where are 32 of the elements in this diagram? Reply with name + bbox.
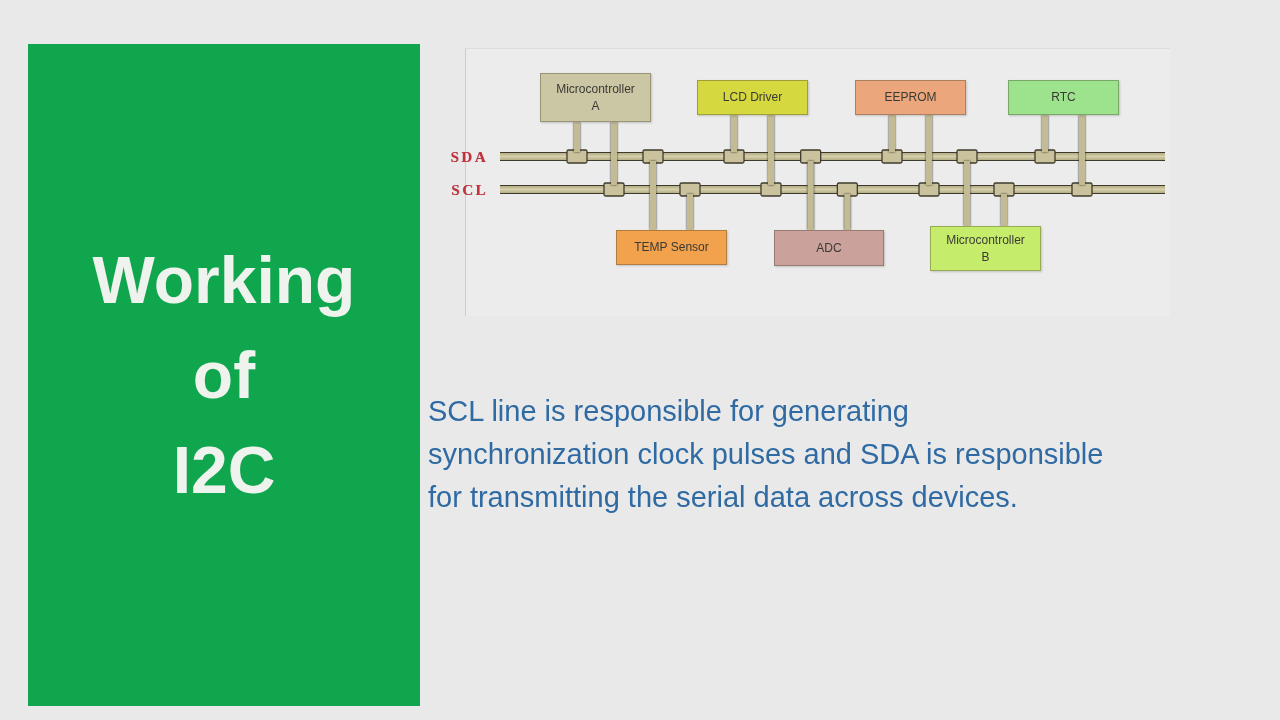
device-name: TEMP Sensor — [634, 239, 709, 256]
device-box — [540, 73, 651, 122]
device-name: LCD Driver — [722, 89, 783, 106]
bus-connector — [1001, 194, 1007, 226]
title: Working of I2C — [91, 241, 357, 509]
bus-connector — [964, 161, 970, 226]
device-name: ADC — [816, 239, 842, 257]
description-text: SCL line is responsible for generating synchronization clock pulses and SDA is responsible for transmitting the serial data across devices. — [428, 394, 1105, 515]
bus-connector — [844, 194, 851, 230]
device-name: Microcontroller B — [945, 231, 1026, 266]
bus-label: SCL — [451, 181, 488, 198]
device-box — [1008, 80, 1119, 115]
device-box — [930, 226, 1041, 271]
bus-connector — [611, 122, 617, 185]
bus-connector — [687, 194, 693, 230]
device-box — [616, 230, 727, 265]
bus-connector — [574, 122, 580, 152]
bus-connector — [731, 115, 737, 152]
bus-connector — [768, 115, 774, 185]
bus-connector — [1079, 115, 1085, 185]
device-name: RTC — [1051, 89, 1076, 106]
device-name: Microcontroller A — [555, 80, 636, 115]
bus-connector — [889, 115, 895, 152]
device-name: EEPROM — [884, 89, 937, 106]
device-box — [855, 80, 966, 115]
bus-connector — [807, 161, 814, 230]
bus-connector — [650, 161, 656, 230]
bus-connector — [1042, 115, 1048, 152]
device-box — [697, 80, 808, 115]
bus-label: SDA — [450, 148, 488, 165]
bus-connector — [926, 115, 932, 185]
device-box — [774, 230, 884, 266]
